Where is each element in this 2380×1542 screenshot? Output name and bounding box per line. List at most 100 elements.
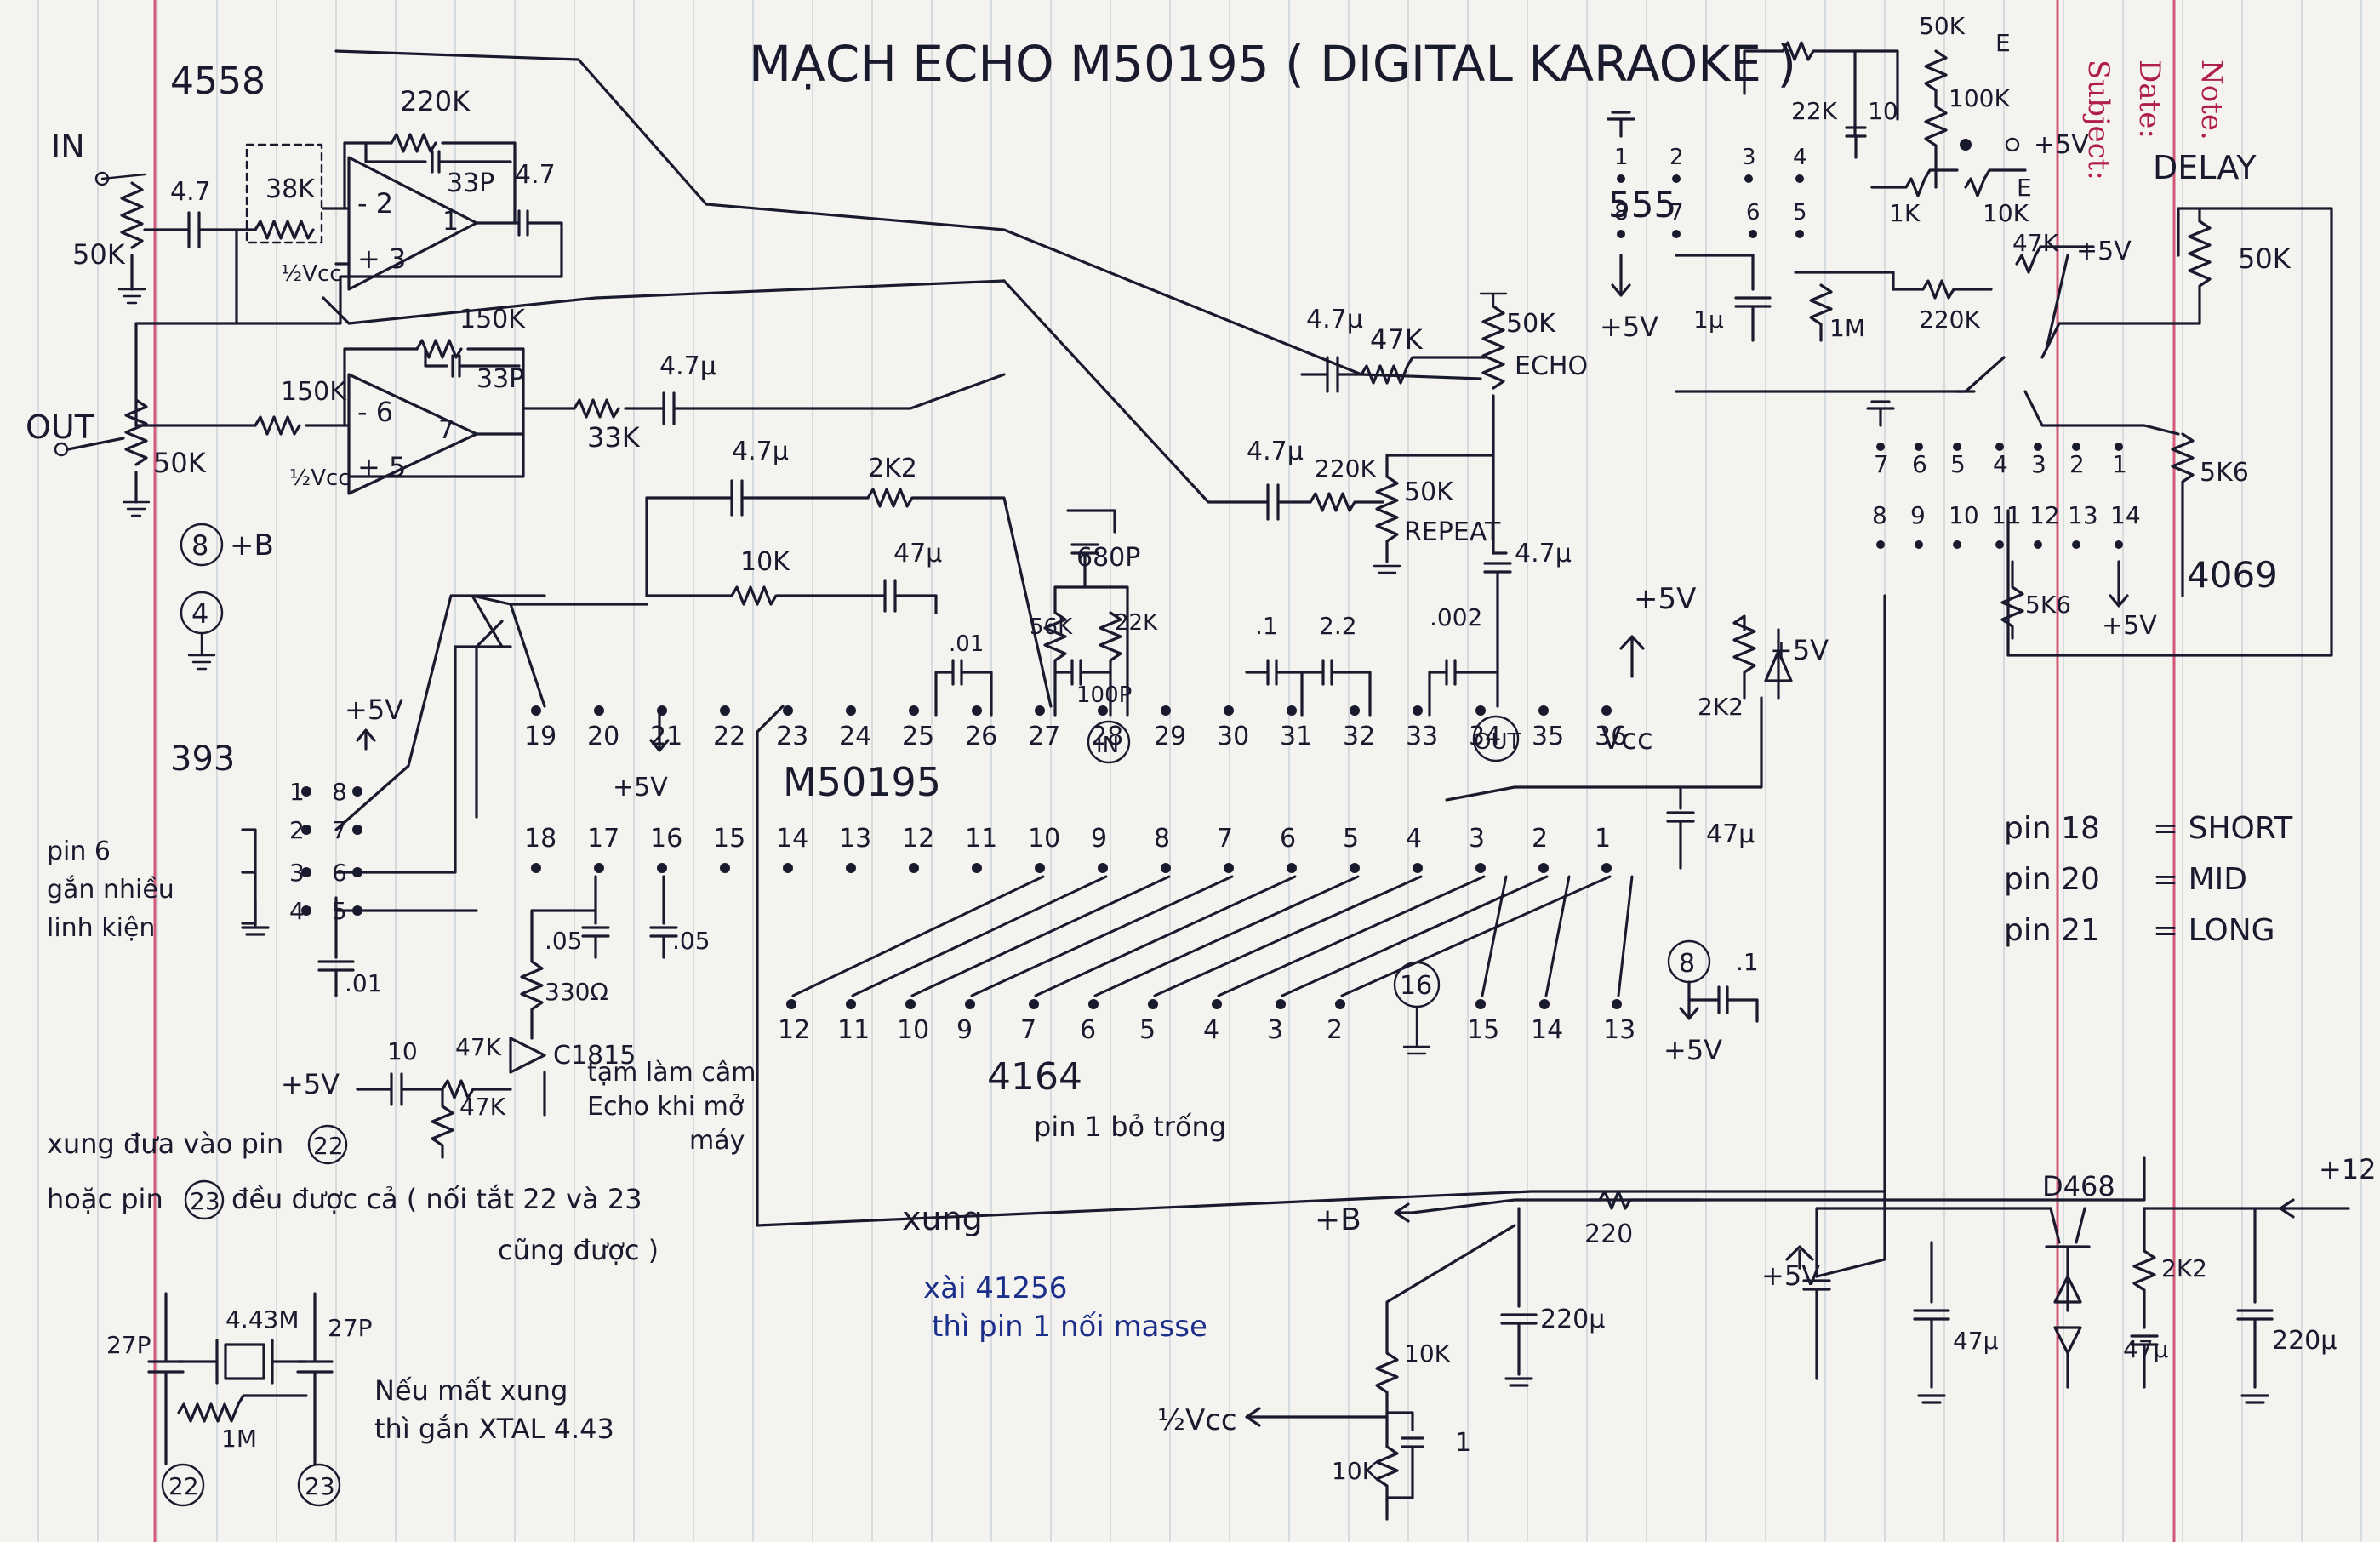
circled-pin-8-num: 8 [191, 529, 208, 562]
pin-number: 8 [1614, 200, 1629, 226]
plus12-label: +12 [2319, 1153, 2377, 1185]
r220k-feedback [390, 133, 437, 153]
ground-symbol [1479, 292, 1508, 308]
pin-dot [1995, 540, 2004, 549]
pin-number: 2 [1669, 145, 1684, 170]
r100k-555-value: 100K [1949, 84, 2010, 112]
c2u2 [1245, 659, 1372, 717]
pin-number: 6 [1912, 450, 1927, 478]
c27p-r-value: 27P [328, 1314, 373, 1342]
pin-dot [965, 999, 975, 1009]
pin-number: 23 [776, 722, 808, 751]
pin-dot [1475, 705, 1486, 716]
r2k2-a-value: 2K2 [868, 454, 917, 483]
xtal-caps [147, 1292, 334, 1465]
r33k-value: 33K [587, 421, 641, 454]
ground-symbol [187, 631, 216, 671]
pin-dot [2034, 443, 2042, 451]
pin-number: 17 [587, 824, 619, 854]
echo-pot [1481, 305, 1505, 390]
r1m-555 [1794, 271, 1895, 342]
pin-dot [972, 705, 982, 716]
plus5v-555: +5V [1600, 311, 1658, 343]
c4u7-out-value: 4.7µ [1515, 539, 1572, 568]
ground-symbol [241, 900, 270, 936]
ram-pin-number: 15 [1467, 1015, 1499, 1045]
opamp1-pin-1: 1 [442, 207, 459, 237]
pin-number: 7 [1217, 824, 1233, 854]
plus5v-power: +5V [1761, 1259, 1820, 1292]
r5k6-a [2171, 432, 2195, 597]
r2k2-pwr-value: 2K2 [2161, 1254, 2207, 1282]
input-capacitor [187, 211, 201, 248]
c05-b-value: .05 [672, 927, 711, 955]
ram-pin-number: 10 [897, 1015, 929, 1045]
r5k6-b [2000, 560, 2024, 640]
pin-dot [1224, 863, 1234, 873]
arrow-up [356, 728, 376, 751]
pin-number: 30 [1217, 722, 1249, 751]
pulse-note-1: xung đưa vào pin [47, 1128, 283, 1160]
r2k2-p1-value: 2K2 [1698, 693, 1744, 721]
pin-dot [846, 705, 856, 716]
ram-pin-number: 3 [1267, 1015, 1283, 1045]
pulse-note-2: hoặc pin [47, 1183, 163, 1215]
wire [2040, 254, 2201, 359]
c2u2-value: 2.2 [1319, 612, 1357, 640]
out-pot-value: 50K [153, 447, 207, 479]
ram-pin-number: 5 [1139, 1015, 1156, 1045]
plus-b-left: +B [230, 528, 274, 563]
wire [343, 141, 393, 210]
plus5v-555-top: +5V [2034, 130, 2089, 160]
input-pot [120, 181, 144, 249]
r10k-div2-value: 10K [1332, 1457, 1378, 1485]
r5k6-b-value: 5K6 [2025, 591, 2071, 619]
c01-393-value: .01 [345, 969, 383, 997]
pin-dot [909, 705, 919, 716]
r150k-in-value: 150K [281, 377, 347, 407]
pin-dot [301, 905, 311, 916]
d468-transistor [2045, 1207, 2091, 1312]
pin-dot [846, 999, 856, 1009]
wire [343, 347, 419, 427]
wire [334, 594, 546, 831]
r150k-input [254, 415, 301, 436]
xtal-pin-23 [297, 1463, 341, 1507]
bus-lead [1153, 875, 1423, 997]
bus-lead [1481, 875, 1508, 997]
pin6-note-3: linh kiện [47, 913, 155, 943]
pin-dot [1749, 230, 1757, 238]
pin-number: 13 [2068, 501, 2098, 529]
c4u7-b-value: 4.7µ [659, 351, 716, 381]
arrow-left [1394, 1202, 1414, 1223]
r220k-value: 220K [400, 85, 471, 117]
plus5v-terminal [2005, 137, 2020, 152]
pin-dot [1287, 863, 1297, 873]
pin-dot [1601, 705, 1612, 716]
pin-number: 7 [1669, 200, 1684, 226]
echo-label: ECHO [1515, 351, 1588, 381]
in-pot-value: 50K [72, 238, 126, 271]
pin-dot [972, 863, 982, 873]
opamp-1 [347, 156, 478, 291]
e-label-2: E [2017, 174, 2032, 202]
r22k-555 [1743, 41, 1899, 138]
pin-dot [352, 786, 362, 797]
tr-note-3: máy [689, 1126, 745, 1156]
pin-number: 9 [1091, 824, 1107, 854]
r38k-resistor [254, 220, 315, 240]
pin-dot [1475, 999, 1486, 1009]
pin-dot [1413, 705, 1423, 716]
pin-dot [1287, 705, 1297, 716]
optional-box [245, 143, 323, 244]
r10k-div [1375, 1224, 1516, 1521]
pin-number: 3 [1742, 145, 1756, 170]
pin28-in-circle [1087, 720, 1131, 764]
ground-symbol [122, 500, 151, 517]
wire [1385, 454, 1495, 478]
arrow-down [1611, 254, 1631, 297]
c100p [1053, 659, 1112, 686]
xung-label: xung [902, 1200, 983, 1237]
